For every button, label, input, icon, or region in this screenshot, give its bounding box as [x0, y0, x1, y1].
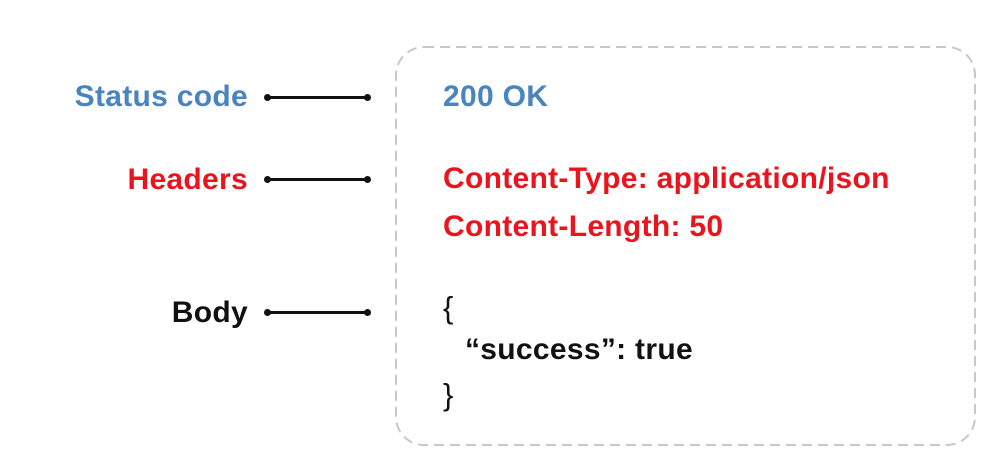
connector-dot [264, 308, 271, 316]
status-line: 200 OK [443, 80, 549, 113]
connector-dot [264, 175, 271, 183]
body-open-brace: { [443, 290, 454, 325]
connector-dot [364, 175, 371, 183]
body-json-line: “success”: true [465, 333, 693, 366]
dashed-border [395, 46, 976, 446]
header-content-length: Content-Length: 50 [443, 210, 724, 243]
connector-line-status [264, 93, 371, 101]
response-box: 200 OK Content-Type: application/json Co… [395, 46, 976, 446]
header-content-type: Content-Type: application/json [443, 162, 890, 195]
label-status-code: Status code [74, 80, 248, 113]
label-body: Body [171, 296, 248, 329]
connector-line-headers [264, 175, 371, 183]
connector-dot [264, 93, 271, 101]
connector-dot [364, 93, 371, 101]
label-headers: Headers [127, 163, 248, 196]
body-close-brace: } [443, 377, 454, 412]
connector-line-body [264, 308, 371, 316]
connector-dot [364, 308, 371, 316]
